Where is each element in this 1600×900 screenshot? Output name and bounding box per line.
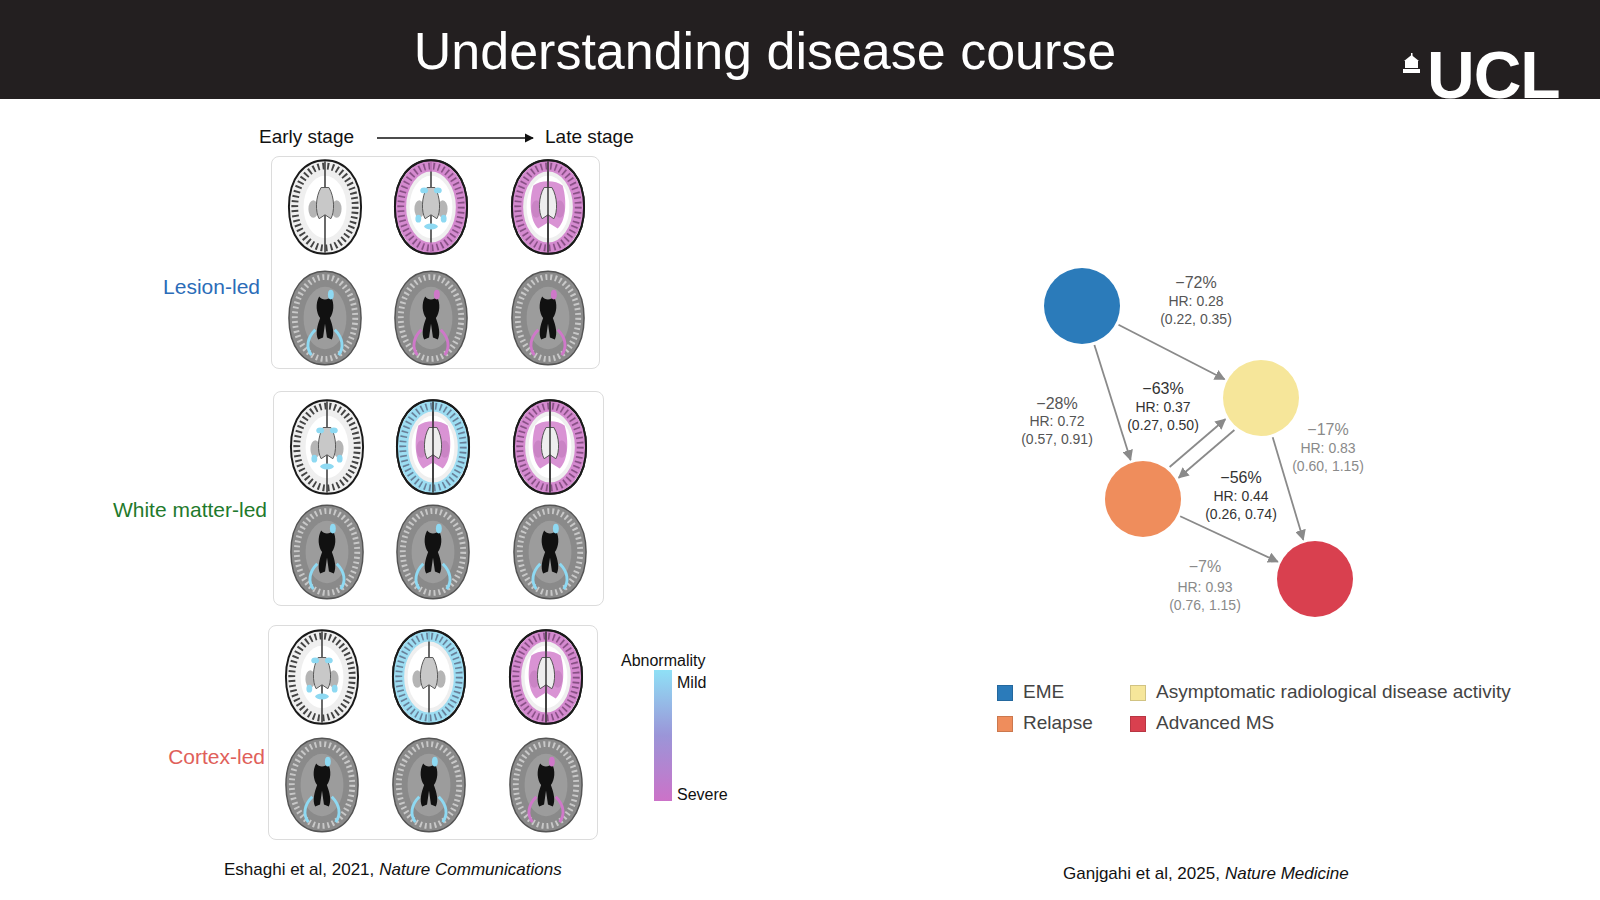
- edge-label: −72%: [1156, 274, 1236, 292]
- transition-arrow: [1273, 437, 1304, 539]
- legend-text: EME: [1023, 681, 1064, 704]
- state-circle: [1223, 360, 1299, 436]
- text-label: Severe: [677, 785, 728, 804]
- hazard-ratio: HR: 0.28 (0.22, 0.35): [1151, 292, 1241, 328]
- transition-arrow: [1180, 516, 1278, 561]
- hazard-ratio: HR: 0.83 (0.60, 1.15): [1283, 439, 1373, 475]
- logo-icon-body: [1405, 61, 1418, 68]
- logo-icon-spire: [1411, 53, 1413, 56]
- edge-label: −28%: [1017, 395, 1097, 413]
- edge-label: −56%: [1201, 469, 1281, 487]
- brain-panel: White matter-led: [273, 391, 604, 606]
- legend-text: Advanced MS: [1156, 712, 1274, 735]
- legend-swatch: [1130, 685, 1146, 701]
- brain-panel: Cortex-led: [268, 625, 598, 840]
- journal-name: Nature Medicine: [1225, 864, 1349, 883]
- hazard-ratio: HR: 0.93 (0.76, 1.15): [1160, 578, 1250, 614]
- text-label: Late stage: [545, 126, 634, 149]
- logo-text: UCL: [1427, 42, 1560, 108]
- panel-label: White matter-led: [113, 497, 267, 522]
- state-circle: [1105, 461, 1181, 537]
- legend-swatch: [997, 685, 1013, 701]
- state-circle: [1277, 541, 1353, 617]
- edge-label: −7%: [1165, 558, 1245, 576]
- hazard-ratio: HR: 0.44 (0.26, 0.74): [1196, 487, 1286, 523]
- hazard-ratio: HR: 0.37 (0.27, 0.50): [1118, 398, 1208, 434]
- logo-icon: [1403, 53, 1420, 73]
- legend-swatch: [1130, 716, 1146, 732]
- text-label: Mild: [677, 673, 706, 692]
- citation: Eshaghi et al, 2021, Nature Communication…: [224, 860, 562, 880]
- brain-panel: Lesion-led: [271, 156, 600, 369]
- journal-name: Nature Communications: [379, 860, 561, 879]
- legend-text: Relapse: [1023, 712, 1093, 735]
- logo-icon-roof: [1404, 55, 1419, 61]
- scale-bar: [654, 670, 672, 801]
- text-label: Abnormality: [621, 651, 705, 670]
- slide-title: Understanding disease course: [0, 25, 1530, 77]
- edge-label: −63%: [1123, 380, 1203, 398]
- state-circle: [1044, 268, 1120, 344]
- transition-arrow: [1119, 325, 1225, 380]
- citation: Ganjgahi et al, 2025, Nature Medicine: [1063, 864, 1349, 884]
- transition-arrow: [1094, 345, 1130, 460]
- legend-text: Asymptomatic radiological disease activi…: [1156, 681, 1511, 704]
- hazard-ratio: HR: 0.72 (0.57, 0.91): [1012, 412, 1102, 448]
- panel-label: Lesion-led: [163, 274, 260, 299]
- panel-label: Cortex-led: [168, 744, 265, 769]
- citation-authors: Ganjgahi et al, 2025,: [1063, 864, 1220, 883]
- legend-swatch: [997, 716, 1013, 732]
- stage-arrow: [377, 137, 533, 138]
- text-label: Early stage: [259, 126, 354, 149]
- logo-icon-base: [1403, 69, 1420, 73]
- edge-label: −17%: [1288, 421, 1368, 439]
- citation-authors: Eshaghi et al, 2021,: [224, 860, 374, 879]
